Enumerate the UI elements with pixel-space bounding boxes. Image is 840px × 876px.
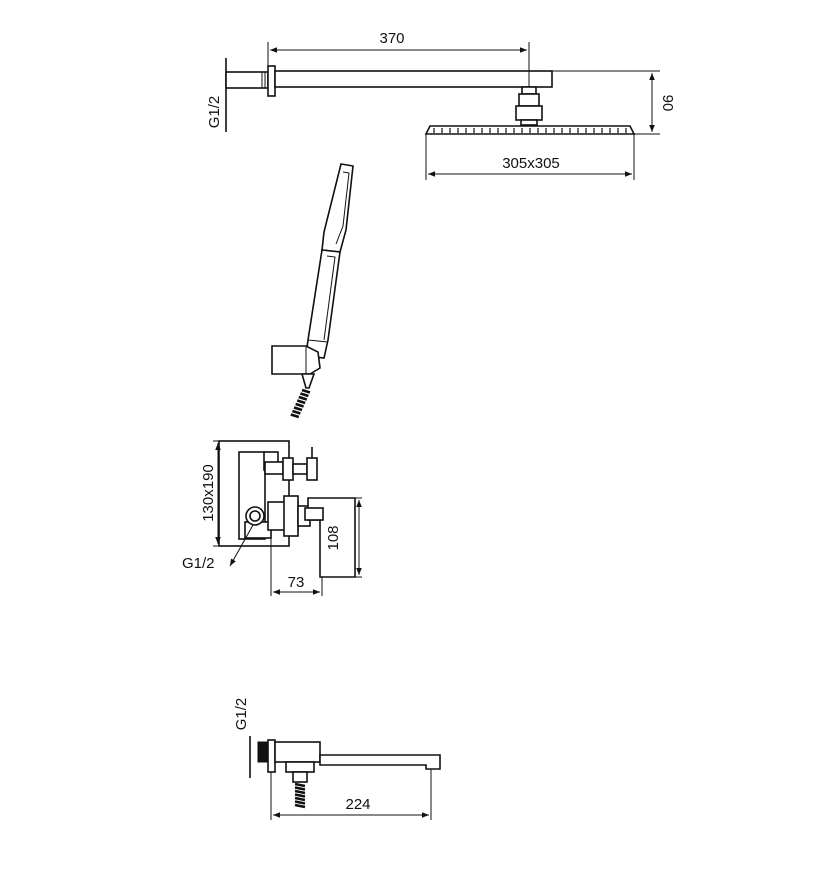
- plate-size-label: 130x190: [200, 464, 217, 522]
- drop-height-label: 90: [659, 95, 676, 112]
- lever-height-label: 108: [325, 525, 342, 550]
- hand-shower-holder: [271, 345, 321, 375]
- projection-label: 73: [288, 574, 305, 591]
- mixer: G1/2 130x190 108 73: [182, 440, 362, 596]
- head-size-label: 305x305: [502, 155, 560, 172]
- shower-arm: [274, 70, 553, 88]
- spout-length-label: 224: [345, 796, 370, 813]
- overhead-connection-label: G1/2: [206, 96, 223, 129]
- spout-body: [274, 741, 321, 763]
- spout-outlet: [319, 754, 441, 770]
- arm-length-label: 370: [379, 30, 404, 47]
- hand-shower: [271, 163, 354, 419]
- mixer-connection-label: G1/2: [182, 555, 215, 572]
- bath-spout: 224 G1/2: [233, 698, 441, 820]
- overhead-shower: 370 90 305x305 G1/2: [206, 30, 676, 180]
- outlet-cap: [306, 457, 318, 481]
- flange-plate: [267, 65, 276, 97]
- spout-connection-label: G1/2: [233, 698, 250, 731]
